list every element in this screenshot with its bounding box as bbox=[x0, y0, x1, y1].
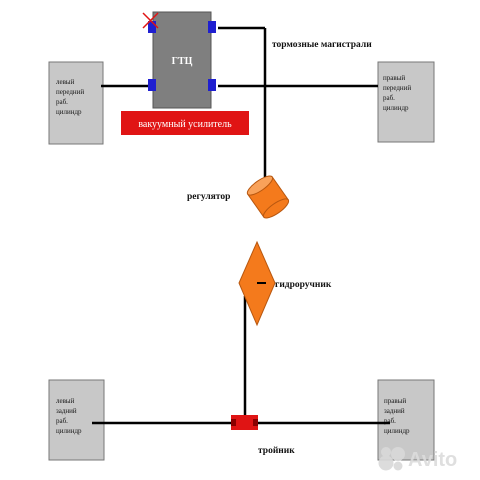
avito-logo-icon bbox=[378, 447, 405, 471]
rear-left-line-3: раб. bbox=[56, 417, 68, 425]
regulator: регулятор bbox=[187, 175, 290, 219]
cross-icon bbox=[142, 12, 159, 29]
tee-label: тройник bbox=[258, 445, 295, 456]
tee-inner-left bbox=[231, 419, 236, 426]
front-right-cylinder-box bbox=[377, 61, 435, 143]
front-right-line-4: цилиндр bbox=[383, 104, 409, 112]
port-bottom-left bbox=[148, 79, 156, 91]
rear-right-line-3: раб. bbox=[384, 417, 396, 425]
brake-lines bbox=[92, 26, 390, 425]
front-right-line-2: передний bbox=[383, 84, 411, 92]
rear-right-line-4: цилиндр bbox=[384, 427, 410, 435]
regulator-body bbox=[246, 175, 290, 219]
tee-body bbox=[231, 415, 258, 430]
regulator-label: регулятор bbox=[187, 192, 230, 202]
vacuum-booster: вакуумный усилитель bbox=[121, 111, 249, 135]
front-left-cylinder: левый передний раб. цилиндр bbox=[48, 61, 104, 145]
front-right-cylinder: правый передний раб. цилиндр bbox=[377, 61, 435, 143]
tee: тройник bbox=[231, 415, 295, 456]
rear-right-cylinder-box bbox=[377, 379, 435, 461]
port-top-left bbox=[148, 21, 156, 33]
port-bottom-right bbox=[208, 79, 216, 91]
rear-right-line-2: задний bbox=[384, 407, 405, 415]
master-cylinder-label: ГТЦ bbox=[172, 56, 193, 67]
front-left-line-3: раб. bbox=[56, 98, 68, 106]
rear-left-line-2: задний bbox=[56, 407, 77, 415]
tee-inner-right bbox=[253, 419, 258, 426]
front-right-line-1: правый bbox=[383, 74, 405, 82]
avito-text: Avito bbox=[408, 449, 457, 471]
front-left-line-4: цилиндр bbox=[56, 108, 82, 116]
front-right-line-3: раб. bbox=[383, 94, 395, 102]
front-left-cylinder-box bbox=[48, 61, 104, 145]
port-top-right bbox=[208, 21, 216, 33]
handbrake-label: гидроручник bbox=[275, 280, 332, 290]
handbrake: гидроручник bbox=[238, 240, 332, 327]
front-left-line-1: левый bbox=[56, 78, 75, 86]
rear-left-line-4: цилиндр bbox=[56, 427, 82, 435]
vacuum-booster-label: вакуумный усилитель bbox=[138, 119, 232, 130]
rear-right-line-1: правый bbox=[384, 397, 406, 405]
avito-watermark: Avito bbox=[378, 447, 457, 471]
master-cylinder-body bbox=[152, 11, 212, 109]
rear-left-line-1: левый bbox=[56, 397, 75, 405]
rear-left-cylinder: левый задний раб. цилиндр bbox=[48, 379, 105, 461]
rear-right-cylinder: правый задний раб. цилиндр bbox=[377, 379, 435, 461]
brake-lines-label: тормозные магистрали bbox=[272, 40, 372, 50]
vacuum-booster-box bbox=[121, 111, 249, 135]
rear-left-cylinder-box bbox=[48, 379, 105, 461]
front-left-line-2: передний bbox=[56, 88, 84, 96]
master-cylinder: ГТЦ bbox=[142, 11, 216, 109]
